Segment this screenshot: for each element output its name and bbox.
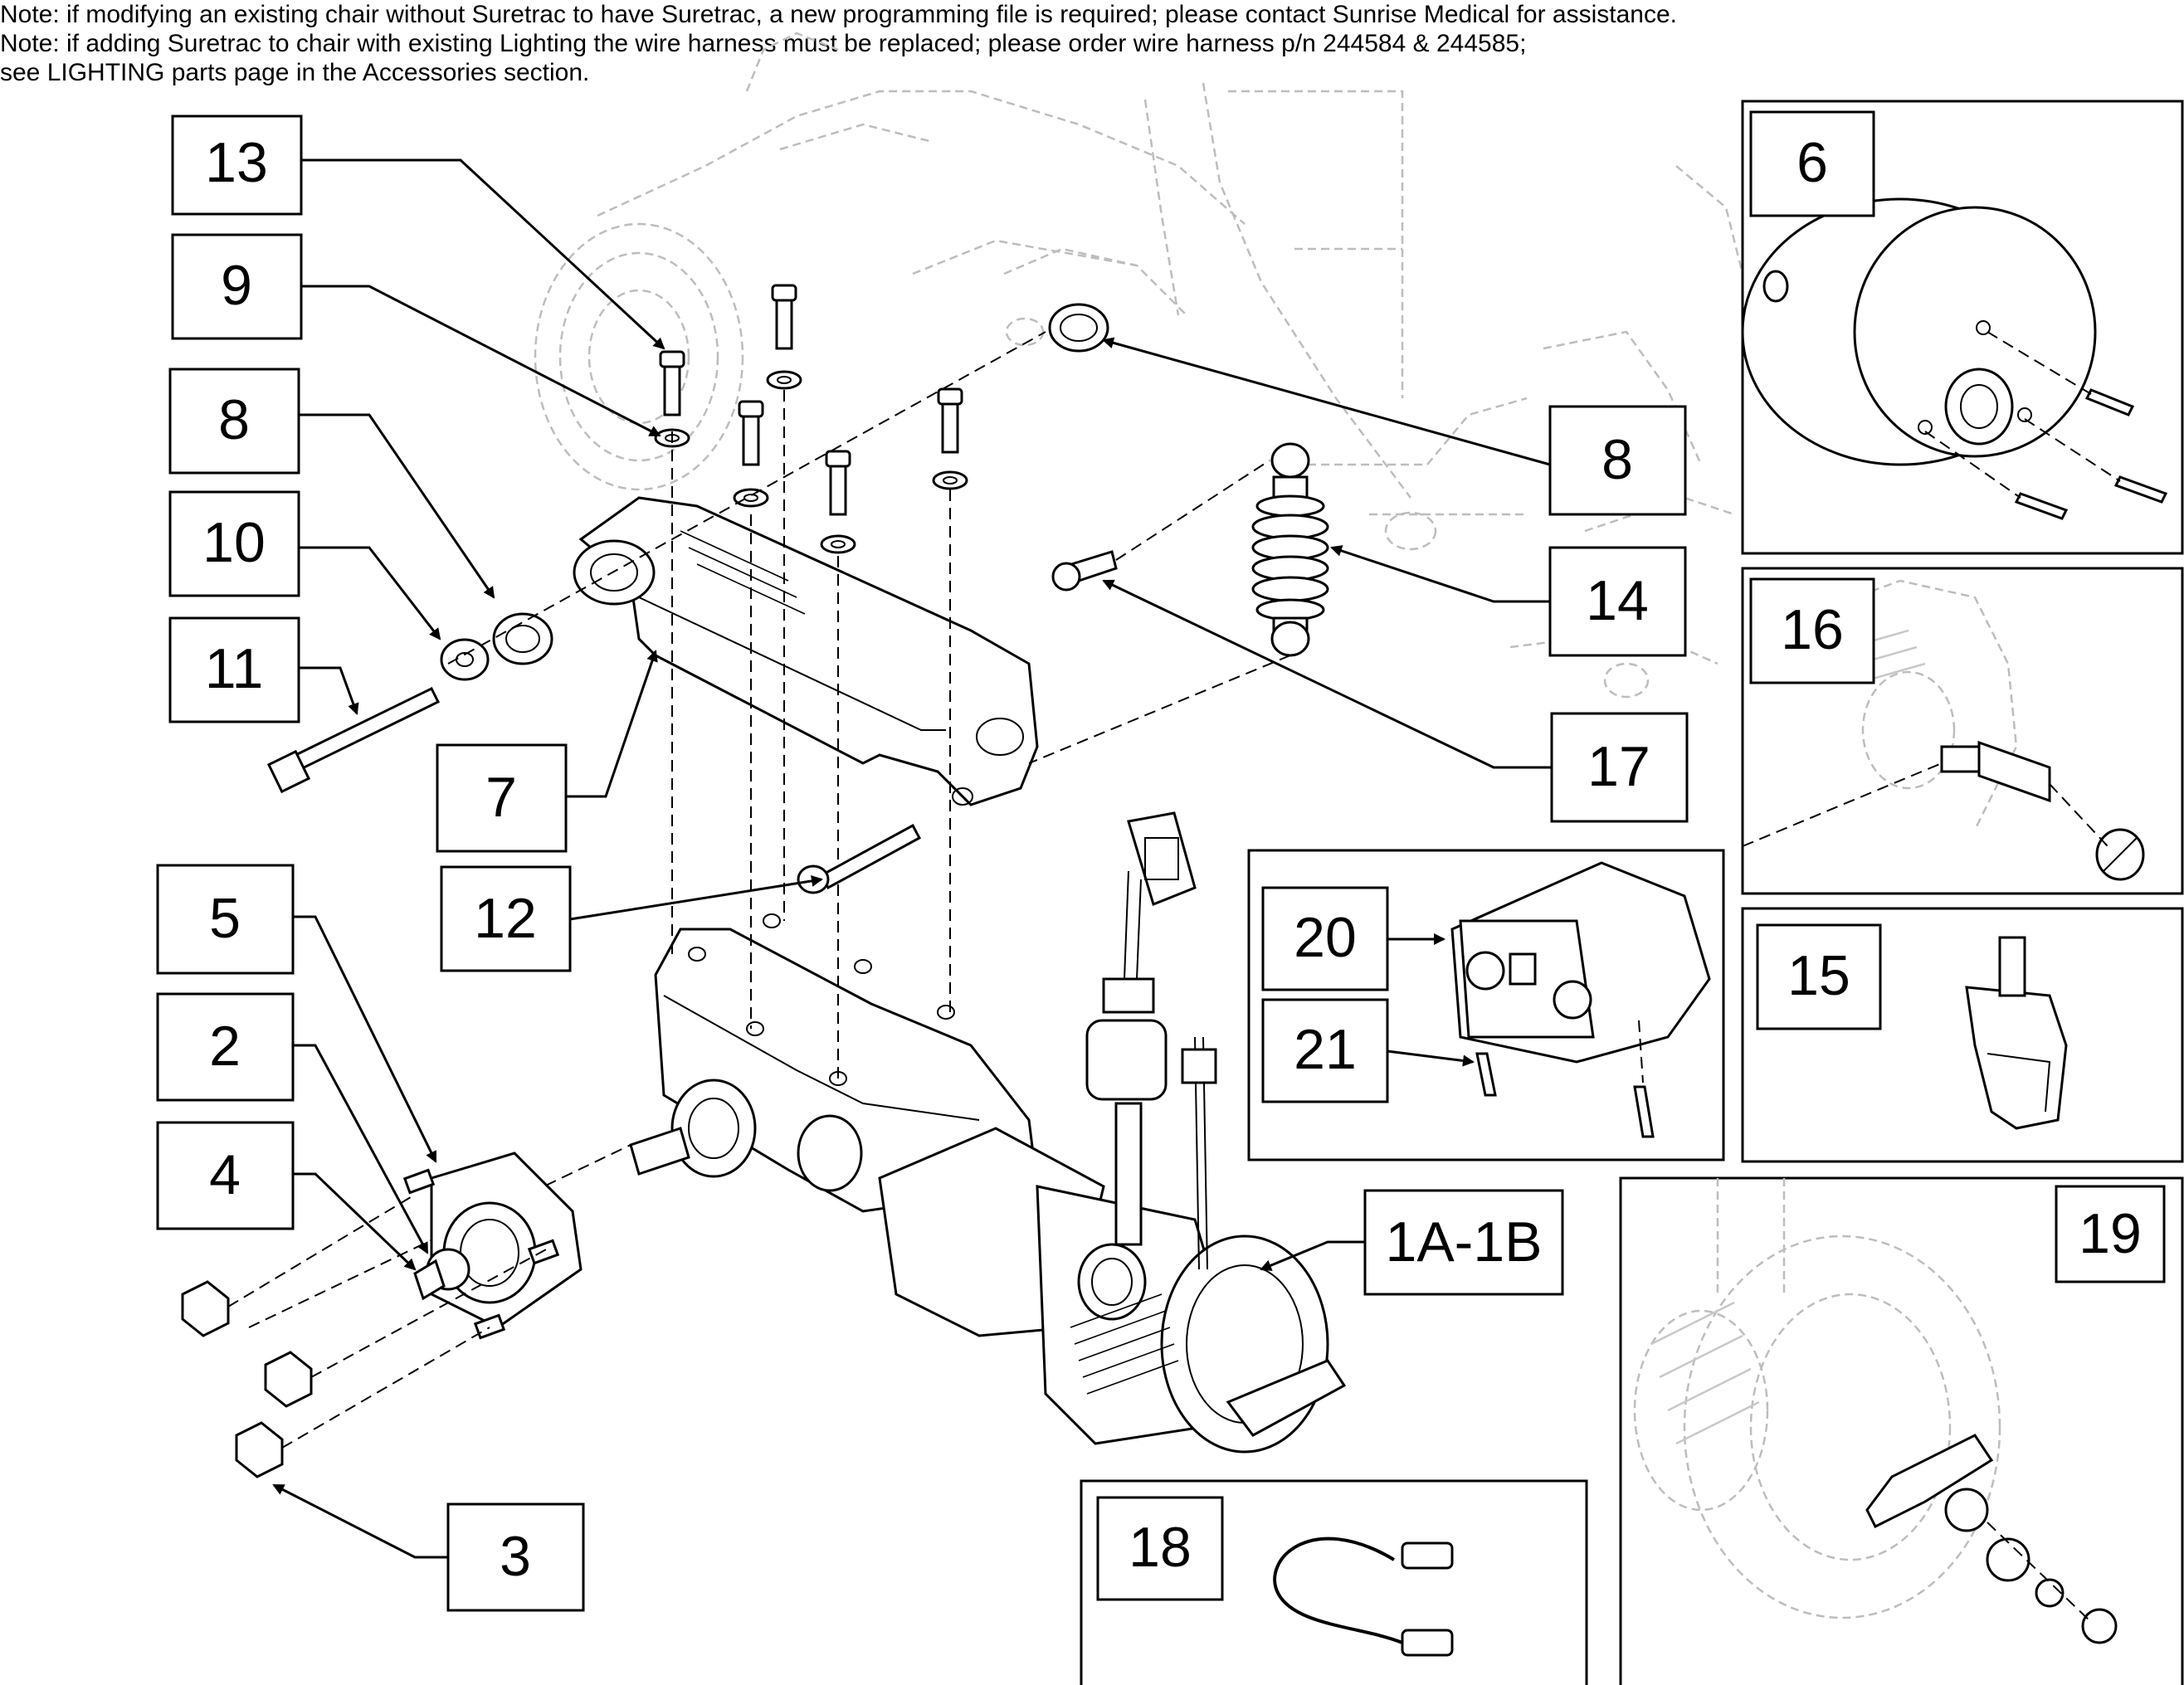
callout-1a-1b-label: 1A-1B: [1386, 1210, 1543, 1273]
callout-16: 16: [1749, 577, 1875, 684]
callout-6-label: 6: [1796, 131, 1828, 194]
callout-8b-label: 8: [1601, 428, 1633, 491]
shock-absorber: [1028, 442, 1329, 764]
callout-18-label: 18: [1129, 1516, 1192, 1579]
callout-3-label: 3: [500, 1525, 531, 1588]
mount-bracket: [573, 496, 1039, 806]
gearbox-top-bolts: [688, 913, 955, 1086]
callout-14: 14: [1548, 546, 1687, 657]
callout-15: 15: [1756, 923, 1882, 1030]
panel-motor-end-cap: [1741, 100, 2184, 555]
callout-21: 21: [1261, 998, 1389, 1103]
callout-14-label: 14: [1586, 569, 1649, 632]
callout-7-label: 7: [485, 766, 517, 829]
screw-12: [797, 823, 922, 894]
callout-12-label: 12: [474, 887, 537, 950]
callout-12: 12: [440, 865, 572, 972]
callout-3: 3: [446, 1502, 585, 1612]
callout-11-label: 11: [205, 637, 264, 700]
mounting-screws: [654, 284, 968, 554]
note-programming: Note: if modifying an existing chair wit…: [0, 1, 1677, 28]
callout-11: 11: [168, 616, 300, 723]
callout-21-label: 21: [1294, 1018, 1357, 1081]
callout-8b: 8: [1548, 405, 1687, 516]
chair-frame-ghost: [534, 32, 1744, 699]
callout-8a: 8: [168, 368, 300, 475]
callout-19-label: 19: [2079, 1202, 2142, 1265]
callout-5-label: 5: [209, 887, 241, 950]
lug-nuts: [181, 1280, 313, 1478]
callout-16-label: 16: [1781, 598, 1844, 661]
callout-13-label: 13: [205, 131, 268, 194]
callout-15-label: 15: [1787, 944, 1850, 1007]
callout-8a-label: 8: [218, 388, 250, 451]
panel-joystick-module: [1247, 849, 1725, 1161]
pivot-hardware: [266, 303, 1109, 794]
callout-17: 17: [1550, 712, 1689, 823]
leader-lines: [272, 158, 1552, 1559]
callout-6: 6: [1749, 110, 1875, 217]
callout-10: 10: [168, 490, 300, 597]
callout-2: 2: [156, 992, 295, 1102]
callout-4: 4: [156, 1121, 295, 1230]
note-lighting-reference: see LIGHTING parts page in the Accessori…: [0, 59, 590, 86]
callout-7: 7: [436, 743, 568, 853]
callout-4-label: 4: [209, 1143, 241, 1206]
callout-19: 19: [2055, 1185, 2166, 1283]
callout-20: 20: [1261, 886, 1389, 991]
callout-1a-1b: 1A-1B: [1363, 1189, 1564, 1296]
callout-5: 5: [156, 864, 295, 975]
callout-2-label: 2: [209, 1015, 241, 1078]
drive-hub: [181, 1152, 583, 1478]
motor-gearbox-assembly: [248, 390, 1347, 1454]
callout-18: 18: [1096, 1496, 1224, 1601]
callout-13: 13: [171, 114, 303, 216]
callout-10-label: 10: [202, 511, 266, 574]
callout-20-label: 20: [1294, 906, 1357, 969]
callout-9-label: 9: [221, 254, 252, 317]
callout-9: 9: [171, 233, 303, 340]
wire-harness: [1085, 811, 1217, 1270]
notes-block: Note: if modifying an existing chair wit…: [0, 0, 2184, 87]
callout-17-label: 17: [1587, 735, 1650, 798]
